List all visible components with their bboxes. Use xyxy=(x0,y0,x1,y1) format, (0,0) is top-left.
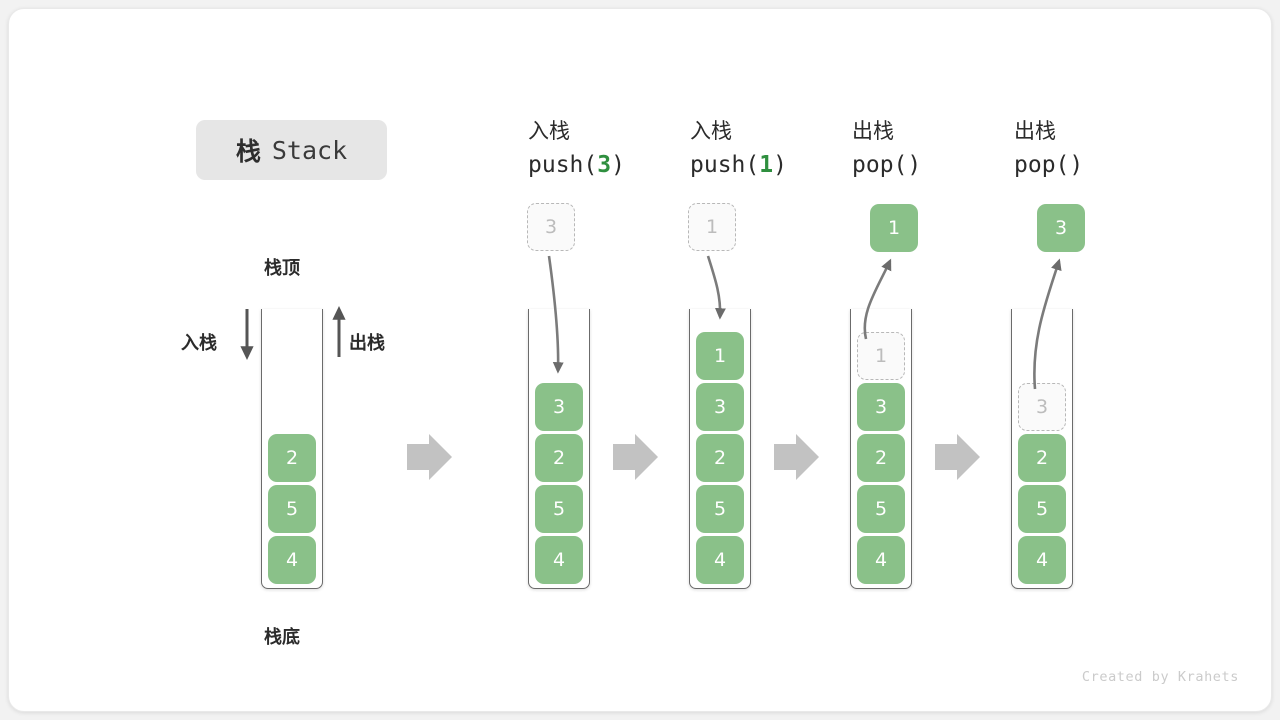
stack-cell: 4 xyxy=(696,536,744,584)
op-header-cn: 出栈 xyxy=(852,119,894,143)
op-header-cn: 入栈 xyxy=(528,119,570,143)
stack-cell-ghost: 3 xyxy=(1018,383,1066,431)
op-header-pop-1: 出栈 pop() xyxy=(852,117,1052,180)
diagram-card: 栈 Stack 栈顶 栈底 入栈 出栈 入栈 push(3) 入栈 push(1… xyxy=(8,8,1272,712)
title-badge: 栈 Stack xyxy=(196,120,387,180)
stack-cell: 5 xyxy=(535,485,583,533)
floating-cell-pop-1: 1 xyxy=(870,204,918,252)
stack-cell: 2 xyxy=(696,434,744,482)
step-arrow-3 xyxy=(774,434,819,480)
stack-container-push-3: 3 2 5 4 xyxy=(528,309,590,589)
title-en: Stack xyxy=(271,135,348,165)
op-header-code: push(1) xyxy=(690,152,787,178)
step-arrow-1 xyxy=(407,434,452,480)
stack-cell: 5 xyxy=(857,485,905,533)
stack-container-pop-3: 3 2 5 4 xyxy=(1011,309,1073,589)
op-arg: 3 xyxy=(597,152,612,178)
stack-container-pop-1: 1 3 2 5 4 xyxy=(850,309,912,589)
op-header-pop-3: 出栈 pop() xyxy=(1014,117,1214,180)
stack-cell: 1 xyxy=(696,332,744,380)
op-header-code: pop() xyxy=(1014,152,1084,178)
op-arg: 1 xyxy=(759,152,774,178)
stack-cell: 5 xyxy=(1018,485,1066,533)
stack-cell: 2 xyxy=(1018,434,1066,482)
op-header-cn: 入栈 xyxy=(690,119,732,143)
step-arrow-2 xyxy=(613,434,658,480)
stack-cell: 2 xyxy=(857,434,905,482)
label-stack-bottom: 栈底 xyxy=(264,627,300,648)
stack-container-initial: 2 5 4 xyxy=(261,309,323,589)
op-header-push-1: 入栈 push(1) xyxy=(690,117,890,180)
push-1-motion-arrow xyxy=(706,255,726,320)
step-arrow-4 xyxy=(935,434,980,480)
stack-cell: 2 xyxy=(535,434,583,482)
stack-cell: 4 xyxy=(1018,536,1066,584)
floating-cell-pop-3: 3 xyxy=(1037,204,1085,252)
floating-cell-push-3: 3 xyxy=(527,203,575,251)
op-header-code: pop() xyxy=(852,152,922,178)
stack-cell: 5 xyxy=(696,485,744,533)
op-header-push-3: 入栈 push(3) xyxy=(528,117,728,180)
credit-text: Created by Krahets xyxy=(1081,669,1239,685)
label-push-side: 入栈 xyxy=(181,333,217,354)
stack-cell-ghost: 1 xyxy=(857,332,905,380)
op-header-cn: 出栈 xyxy=(1014,119,1056,143)
op-header-code: push(3) xyxy=(528,152,625,178)
label-pop-side: 出栈 xyxy=(349,333,385,354)
stack-cell: 3 xyxy=(696,383,744,431)
stack-cell: 4 xyxy=(268,536,316,584)
stack-cell: 5 xyxy=(268,485,316,533)
title-cn: 栈 xyxy=(235,137,262,166)
stack-cell: 3 xyxy=(535,383,583,431)
stack-cells-push-3: 3 2 5 4 xyxy=(529,383,589,584)
stack-cells-pop-3: 3 2 5 4 xyxy=(1012,383,1072,584)
stack-cell: 4 xyxy=(535,536,583,584)
stack-cells-pop-1: 1 3 2 5 4 xyxy=(851,332,911,584)
label-stack-top: 栈顶 xyxy=(264,258,300,279)
floating-cell-push-1: 1 xyxy=(688,203,736,251)
arrow-overlay xyxy=(240,255,1062,480)
stack-cell: 3 xyxy=(857,383,905,431)
stack-cells-push-1: 1 3 2 5 4 xyxy=(690,332,750,584)
stack-cells-initial: 2 5 4 xyxy=(262,434,322,584)
stack-container-push-1: 1 3 2 5 4 xyxy=(689,309,751,589)
stack-cell: 2 xyxy=(268,434,316,482)
stack-cell: 4 xyxy=(857,536,905,584)
